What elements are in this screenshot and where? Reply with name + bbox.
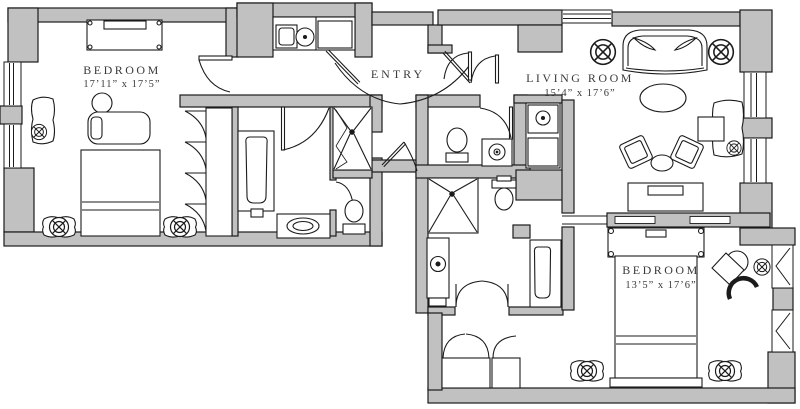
window-icon xyxy=(3,123,22,169)
lamp-icon xyxy=(169,216,191,238)
room-labels: BEDROOM 17’11” x 17’5” ENTRY LIVING ROOM… xyxy=(83,63,700,291)
casement-window-icon xyxy=(771,309,794,353)
chaise-icon xyxy=(87,92,151,145)
double-door-icon xyxy=(455,280,509,308)
canopy-bed-icon xyxy=(607,227,705,388)
lamp-icon xyxy=(714,360,736,382)
appliance xyxy=(317,20,353,49)
bedroom-2-furniture xyxy=(570,227,771,388)
door-icon xyxy=(325,48,401,105)
closet-bifold-doors-icon xyxy=(441,333,521,389)
sofa-icon xyxy=(622,29,708,75)
window-icon xyxy=(561,9,613,24)
bathroom-2 xyxy=(426,175,562,308)
corner-chair-icon xyxy=(711,250,760,300)
toilet-icon xyxy=(491,175,517,211)
lamp-icon xyxy=(48,216,70,238)
lamp-icon xyxy=(30,123,48,141)
closet-pivot-doors-icon xyxy=(184,110,207,232)
armchair-icon xyxy=(619,135,653,169)
bathroom-1 xyxy=(237,106,373,239)
door-icon xyxy=(381,141,418,172)
sliding-door-icon xyxy=(562,215,731,225)
door-icon xyxy=(280,106,330,151)
torchiere-lamp-icon xyxy=(589,38,617,66)
closet-interior xyxy=(205,107,233,237)
bedroom-1-dimensions: 17’11” x 17’5” xyxy=(83,79,160,90)
shower-icon xyxy=(332,106,373,171)
living-room-label: LIVING ROOM xyxy=(526,71,634,85)
door-icon xyxy=(198,55,233,93)
window-icon xyxy=(743,137,767,184)
bed-icon xyxy=(80,149,161,237)
closet-door-icon xyxy=(443,51,500,84)
entry-door-icon xyxy=(399,50,473,105)
casement-window-icon xyxy=(771,244,794,289)
sink-icon xyxy=(276,213,331,239)
powder-room xyxy=(445,102,561,169)
bedroom-1-label: BEDROOM xyxy=(83,63,161,77)
coffee-table-icon xyxy=(639,83,687,113)
laundry-unit-icon xyxy=(525,102,561,169)
shower-icon xyxy=(427,177,479,234)
doors xyxy=(184,48,521,389)
windows xyxy=(3,9,794,353)
bedroom-2-label: BEDROOM xyxy=(622,263,700,277)
bathtub-icon xyxy=(529,239,562,308)
bathtub-icon xyxy=(237,130,275,218)
lamp-icon xyxy=(753,258,771,276)
door-icon xyxy=(479,106,514,140)
living-room-dimensions: 15’4” x 17’6” xyxy=(544,88,615,99)
window-icon xyxy=(743,71,767,119)
lamp-icon xyxy=(726,140,742,156)
vanity-sink-icon xyxy=(426,237,450,307)
toilet-icon xyxy=(445,127,469,163)
bedroom-2-dimensions: 13’5” x 17’6” xyxy=(625,280,696,291)
side-table-icon xyxy=(650,154,674,172)
sink-icon xyxy=(481,138,513,167)
kitchenette xyxy=(272,16,356,51)
toilet-icon xyxy=(342,199,366,235)
living-room-furniture xyxy=(589,29,745,212)
cooktop-icon xyxy=(295,27,315,47)
armchair-icon xyxy=(670,135,704,169)
console-icon xyxy=(627,182,704,212)
dresser-icon xyxy=(86,19,163,51)
window-icon xyxy=(3,61,22,107)
torchiere-lamp-icon xyxy=(707,38,735,66)
entry-label: ENTRY xyxy=(371,67,425,81)
lamp-icon xyxy=(576,360,598,382)
kitchen-sink-icon xyxy=(275,24,298,49)
bedroom-1-furniture xyxy=(30,19,233,238)
